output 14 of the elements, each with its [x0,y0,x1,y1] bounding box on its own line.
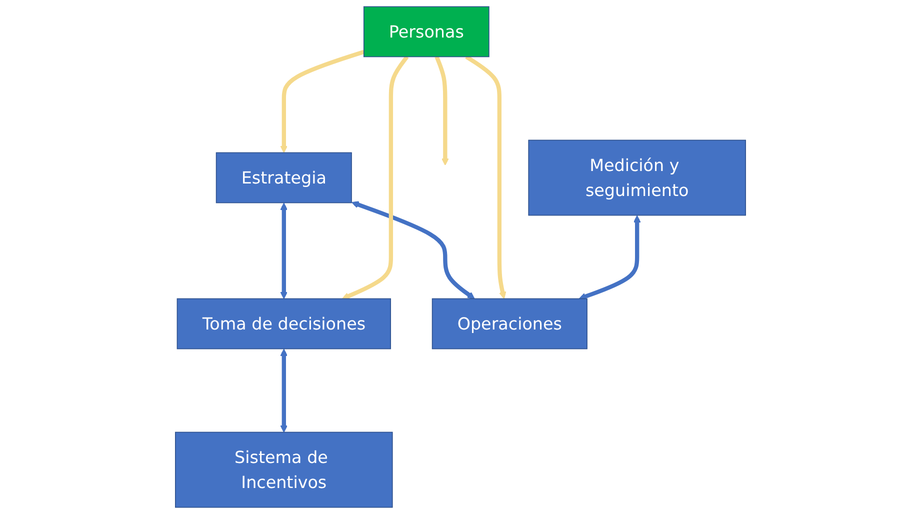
node-box: Estrategia [216,152,352,204]
node-box: Sistema de Incentivos [175,432,393,508]
arrow [280,202,288,300]
node-box: Toma de decisiones [176,298,391,350]
arrow [578,215,641,300]
node-box: Personas [363,6,490,58]
arrow [280,50,365,154]
arrow [434,56,449,166]
node-box: Operaciones [432,298,588,350]
node-box: Medición y seguimiento [528,140,746,216]
arrow [280,348,288,433]
arrow [342,55,409,300]
arrow [351,201,475,300]
arrow [465,54,506,300]
